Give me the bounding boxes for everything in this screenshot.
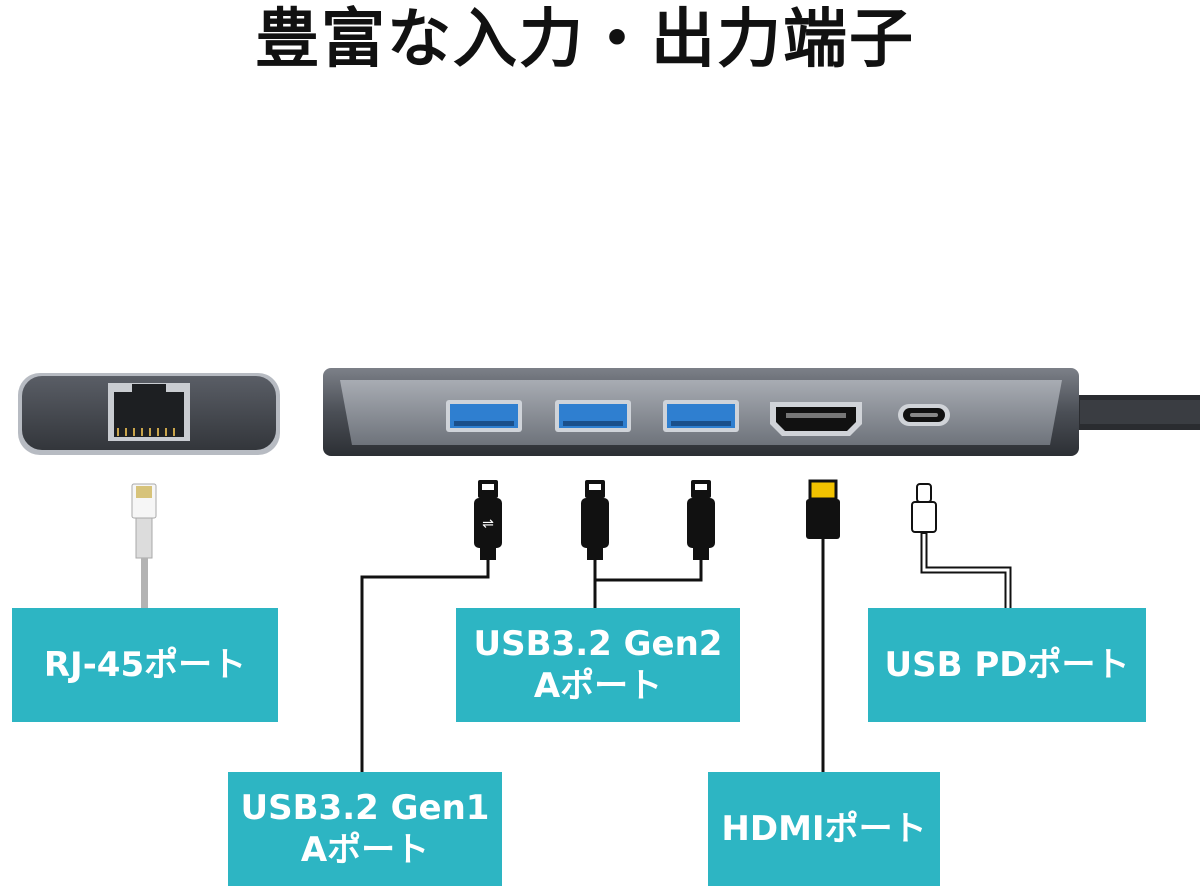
page-title: 豊富な入力・出力端子 <box>255 3 915 77</box>
usb-plug-gen2-icon <box>581 480 609 560</box>
hub-front-view <box>323 368 1200 456</box>
svg-text:⇌: ⇌ <box>482 516 494 532</box>
usb-gen2-label-line1: USB3.2 Gen2 <box>473 623 723 664</box>
usb-pd-port-label: USB PDポート <box>868 608 1146 722</box>
rj45-label-text: RJ-45ポート <box>43 644 247 685</box>
usb-a-port-icon <box>555 400 631 432</box>
usb-c-plug-icon <box>911 483 937 533</box>
rj45-plug-icon <box>131 483 157 608</box>
usb-a-port-icon <box>663 400 739 432</box>
usb-gen1-port-label: USB3.2 Gen1 Aポート <box>228 772 502 886</box>
hdmi-label-text: HDMIポート <box>721 808 927 849</box>
rj45-side-view <box>18 373 280 455</box>
usb-a-port-icon <box>446 400 522 432</box>
usb-c-port-icon <box>898 404 950 426</box>
usb-plug-gen2-icon <box>687 480 715 560</box>
hdmi-port-icon <box>770 402 862 436</box>
hdmi-port-label: HDMIポート <box>708 772 940 886</box>
rj45-port-label: RJ-45ポート <box>12 608 278 722</box>
hdmi-plug-icon <box>806 479 840 539</box>
usb-gen1-label-line2: Aポート <box>300 830 430 870</box>
usb-gen2-label-line2: Aポート <box>533 666 663 706</box>
usb-pd-label-text: USB PDポート <box>884 644 1130 685</box>
usb-gen2-port-label: USB3.2 Gen2 Aポート <box>456 608 740 722</box>
usb-plug-gen1-icon: ⇌ <box>474 480 502 560</box>
usb-gen1-label-line1: USB3.2 Gen1 <box>240 787 490 828</box>
